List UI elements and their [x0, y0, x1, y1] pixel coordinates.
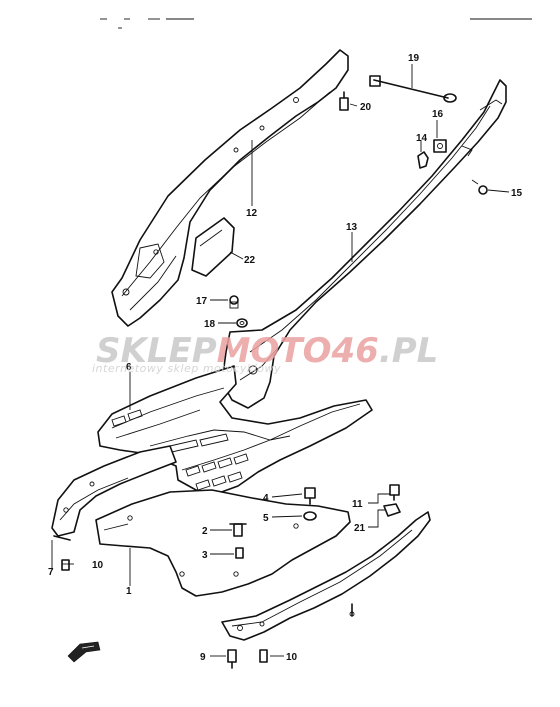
part-3-collar: [235, 547, 244, 559]
watermark-tagline: internetowy sklep motocyklowy: [92, 362, 281, 375]
svg-text:SKLEPMOTO46.PL: SKLEPMOTO46.PL: [96, 331, 438, 371]
watermark-46: 46: [331, 331, 379, 371]
watermark: SKLEPMOTO46.PL internetowy sklep motocyk…: [92, 331, 438, 375]
part-10-screw-lower: [259, 649, 268, 663]
callout-2: 2: [202, 526, 208, 537]
callout-9: 9: [200, 652, 206, 663]
part-22-insert-plate: [191, 217, 235, 277]
callout-1: 1: [126, 586, 132, 597]
part-20-bolt: [339, 91, 349, 111]
callout-3: 3: [202, 550, 208, 561]
callout-10-left: 10: [92, 560, 104, 571]
callout-15: 15: [511, 188, 523, 199]
part-5-washer: [303, 511, 317, 521]
callout-18: 18: [204, 319, 216, 330]
watermark-sklep: SKLEP: [96, 331, 217, 371]
callout-21: 21: [354, 523, 366, 534]
front-direction-arrow-icon: [67, 641, 101, 663]
part-13-side-cover: [221, 79, 507, 409]
part-7-side-panel: [51, 445, 177, 541]
callout-10-lower: 10: [286, 652, 298, 663]
part-1-under-cover: [95, 489, 351, 597]
callout-13: 13: [346, 222, 358, 233]
part-lower-side-cover: [221, 511, 431, 641]
part-14-clip: [417, 151, 429, 169]
part-19-stay-rod: [369, 75, 457, 103]
callout-4: 4: [263, 493, 269, 504]
callout-19: 19: [408, 53, 420, 64]
leader-lines: [51, 64, 510, 657]
callout-11: 11: [352, 499, 363, 510]
header-marks: [100, 18, 532, 29]
part-15-screw: [471, 179, 488, 195]
part-18-grommet: [236, 318, 248, 328]
callout-labels: 19 20 16 14 15 12 13 22 17 18 6 4 5 11 2…: [48, 53, 523, 663]
part-10-screw-left: [61, 559, 70, 571]
part-11-bolt: [389, 484, 400, 501]
part-16-nut: [433, 139, 447, 153]
part-21-bracket: [383, 503, 401, 517]
callout-20: 20: [360, 102, 372, 113]
part-12-side-rail-cover: [111, 49, 349, 327]
callout-17: 17: [196, 296, 208, 307]
callout-5: 5: [263, 513, 269, 524]
part-17-screw: [229, 295, 239, 309]
part-9-bolt: [227, 649, 237, 669]
callout-22: 22: [244, 255, 256, 266]
callout-12: 12: [246, 208, 258, 219]
callout-7: 7: [48, 567, 54, 578]
callout-6: 6: [126, 362, 132, 373]
callout-16: 16: [432, 109, 444, 120]
watermark-pl: .PL: [379, 331, 439, 371]
part-4-screw: [304, 487, 316, 505]
part-2-bolt: [229, 523, 247, 537]
callout-14: 14: [416, 133, 428, 144]
watermark-moto: MOTO: [217, 331, 332, 371]
